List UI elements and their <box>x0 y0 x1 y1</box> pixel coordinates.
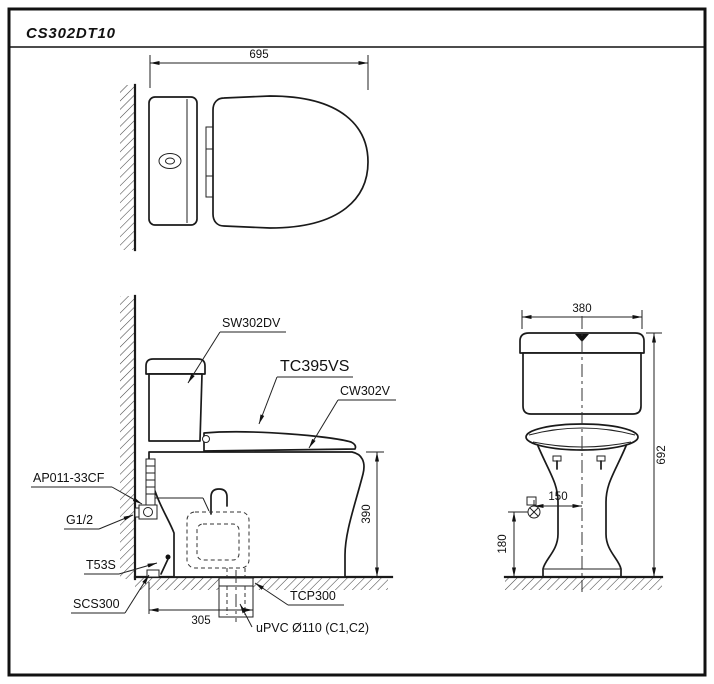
callout-connector: TCP300 <box>254 582 344 606</box>
lid-button-front-view <box>575 334 589 342</box>
seat-hinge-side-view <box>202 435 210 443</box>
tank-lid-side-view <box>145 358 206 375</box>
callout-valve-thread: G1/2 <box>64 513 134 530</box>
dim-overall-height: 692 <box>646 332 668 577</box>
drawing-title: CS302DT10 <box>26 25 116 42</box>
callout-bowl-label: CW302V <box>340 384 391 398</box>
supply-valve-front-view <box>526 496 541 519</box>
dim-overall-depth-label: 695 <box>249 49 268 61</box>
tank-body-side-view <box>148 373 203 442</box>
callout-floor-bolt: T53S <box>84 558 158 575</box>
callout-valve-thread-label: G1/2 <box>66 513 93 527</box>
tank-top-view <box>148 96 198 226</box>
dim-overall-height-label: 692 <box>656 445 668 464</box>
front-view: 380 <box>497 303 668 592</box>
dim-overall-depth: 695 <box>149 49 369 90</box>
flush-button-top-view <box>158 153 182 169</box>
wall-hatch-side-view <box>120 296 135 579</box>
seat-lid-top-view <box>212 95 369 229</box>
dim-supply-height-label: 180 <box>497 534 509 553</box>
bowl-right-profile <box>605 445 627 578</box>
callout-tank-label: SW302DV <box>222 316 281 330</box>
callout-supply-hose-label: AP011-33CF <box>33 471 105 485</box>
callout-drain-pipe: uPVC Ø110 (C1,C2) <box>239 603 369 635</box>
dim-supply-offset: 150 <box>533 491 582 508</box>
bowl-side-view <box>148 451 365 578</box>
dim-supply-offset-label: 150 <box>548 491 567 503</box>
callout-drain-pipe-label: uPVC Ø110 (C1,C2) <box>256 621 369 635</box>
border-rect <box>7 7 707 677</box>
internal-trapway <box>152 488 250 577</box>
floor-hatch-front-view <box>505 578 662 590</box>
callout-connector-label: TCP300 <box>290 589 336 603</box>
seat-bolts-front-view <box>552 455 606 470</box>
floor-hatch-side-view <box>135 578 388 590</box>
drain-pipe <box>218 570 254 622</box>
bowl-left-profile <box>537 445 559 578</box>
dim-rim-height: 390 <box>361 451 384 577</box>
callout-supply-hose: AP011-33CF <box>31 471 143 505</box>
callout-tank: SW302DV <box>187 316 286 384</box>
dim-rough-in-label: 305 <box>191 615 210 627</box>
callout-floor-bolt-label: T53S <box>86 558 116 572</box>
dim-rim-height-label: 390 <box>361 504 373 523</box>
supply-hose-and-valve <box>134 458 158 520</box>
callout-washlet-seat: TC395VS <box>258 358 353 425</box>
callout-seal-label: SCS300 <box>73 597 120 611</box>
floor-seal <box>146 569 160 578</box>
callout-washlet-seat-label: TC395VS <box>280 358 349 375</box>
callout-bowl: CW302V <box>308 384 396 449</box>
top-view: 695 <box>120 49 369 252</box>
floor-fittings <box>146 554 171 578</box>
stop-valve-knob <box>143 507 153 517</box>
side-view: 390 305 SW302DV TC395VS CW302V <box>31 294 396 635</box>
seat-side-view <box>203 430 357 452</box>
drawing-frame: CS302DT10 <box>7 7 707 677</box>
callout-seal: SCS300 <box>71 574 150 614</box>
dim-rough-in: 305 <box>148 582 254 627</box>
floor-bolt-head <box>165 554 171 560</box>
flush-button-inner <box>165 157 175 165</box>
seat-top-edge <box>528 427 636 436</box>
floor-bolt <box>160 558 169 575</box>
dim-tank-width-label: 380 <box>572 303 591 315</box>
wall-hatch-top-view <box>120 85 135 250</box>
dim-supply-height: 180 <box>497 511 528 577</box>
